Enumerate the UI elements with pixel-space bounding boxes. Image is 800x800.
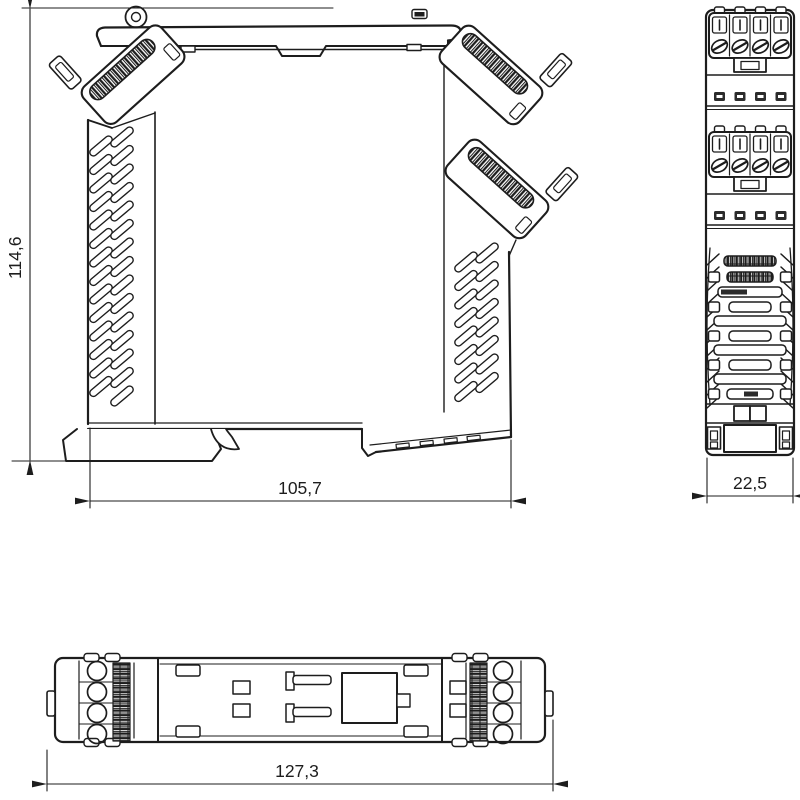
right-vent-slots	[452, 240, 501, 404]
housing-face	[86, 48, 517, 439]
bottom-terminal-left	[46, 657, 332, 745]
dimension-width-label: 105,7	[278, 478, 322, 498]
front-vent-grid	[707, 255, 793, 400]
side-view	[48, 5, 579, 462]
hinge-pin-icon	[124, 5, 148, 29]
dimension-height-label: 114,6	[5, 237, 25, 280]
dimension-width: 105,7	[75, 427, 526, 509]
front-louvers-left	[706, 247, 720, 409]
connector-window	[341, 672, 411, 724]
foot-hook	[62, 428, 222, 462]
bottom-terminal-right	[403, 657, 554, 745]
terminal-block-top-right	[434, 20, 573, 129]
dimension-depth: 22,5	[692, 457, 800, 504]
din-rail-foot	[62, 422, 513, 462]
front-view	[704, 5, 796, 457]
left-vent-slots	[87, 124, 136, 409]
terminal-block-right-middle	[440, 134, 579, 243]
bottom-view	[46, 652, 554, 748]
dimension-height: 114,6	[5, 0, 334, 475]
front-din-clip	[705, 403, 795, 453]
foot-leg	[361, 428, 377, 457]
dimension-length: 127,3	[32, 719, 568, 792]
front-louvers-right	[780, 247, 794, 409]
terminal-block-top-left	[48, 20, 190, 129]
dimension-depth-label: 22,5	[733, 473, 767, 493]
release-latch	[210, 428, 240, 451]
dimension-length-label: 127,3	[275, 761, 319, 781]
